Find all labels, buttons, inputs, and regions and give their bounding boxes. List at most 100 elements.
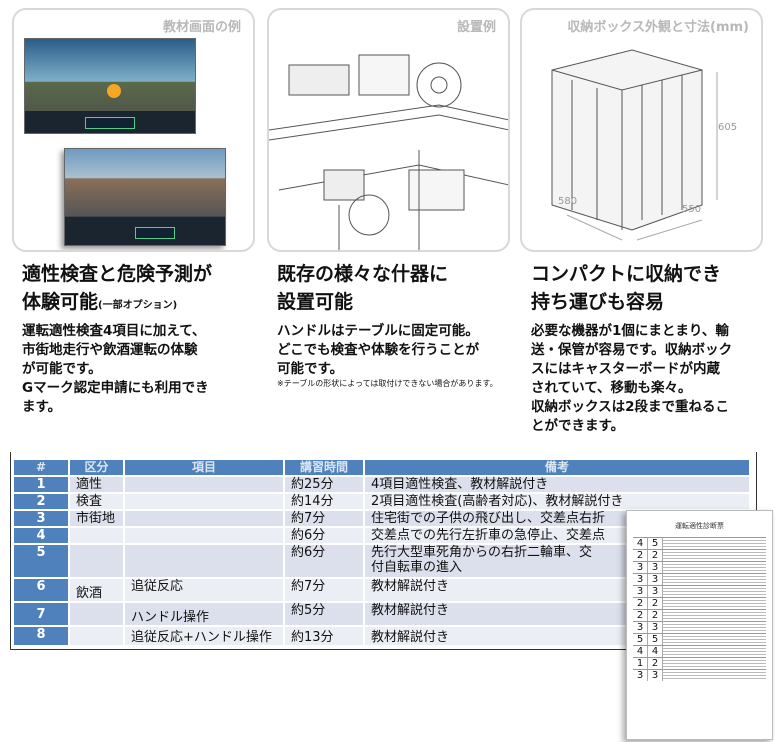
- row-time: 約13分: [285, 627, 365, 645]
- row-category: [70, 603, 125, 625]
- report-title: 運転適性診断票: [675, 522, 724, 530]
- row-item: ハンドル操作: [125, 603, 285, 625]
- row-remark: 2項目適性検査(高齢者対応)、教材解説付き: [365, 494, 751, 509]
- advice-text: [663, 646, 766, 657]
- row-time: 約7分: [285, 511, 365, 526]
- feature-2-heading: 既存の様々な什器に設置可能: [277, 263, 449, 313]
- row-item: 追従反応: [125, 579, 285, 601]
- panel-caption: 教材画面の例: [162, 20, 241, 35]
- score-a: 3: [633, 622, 648, 633]
- storage-box-illustration: [551, 49, 718, 241]
- advice-text: [663, 610, 766, 621]
- panel-teaching-screen: 教材画面の例: [12, 8, 255, 252]
- score-a: 2: [633, 550, 648, 561]
- score-b: 5: [648, 538, 663, 549]
- feature-2-body: ハンドルはテーブルに固定可能。どこでも検査や体験を行うことが可能です。 ※テーブ…: [277, 322, 502, 389]
- advice-text: [663, 622, 766, 633]
- score-a: 3: [633, 562, 648, 573]
- score-a: 3: [633, 670, 648, 681]
- advice-text: [663, 538, 766, 549]
- advice-text: [663, 670, 766, 681]
- score-b: 5: [648, 634, 663, 645]
- score-a: 3: [633, 586, 648, 597]
- score-a: 5: [633, 634, 648, 645]
- row-no: 8: [14, 627, 70, 645]
- row-no: 2: [14, 494, 70, 509]
- col-header-no: #: [14, 460, 70, 475]
- feature-1-heading: 適性検査と危険予測が 体験可能(一部オプション): [22, 263, 213, 313]
- row-category: [70, 545, 125, 577]
- advice-text: [663, 658, 766, 669]
- row-remark: 4項目適性検査、教材解説付き: [365, 477, 751, 492]
- row-no: 3: [14, 511, 70, 526]
- score-a: 2: [633, 610, 648, 621]
- score-b: 2: [648, 598, 663, 609]
- feature-1-body: 運転適性検査4項目に加えて、市街地走行や飲酒運転の体験が可能です。Gマーク認定申…: [22, 323, 209, 415]
- score-a: 4: [633, 646, 648, 657]
- row-no: 5: [14, 545, 70, 577]
- score-b: 3: [648, 562, 663, 573]
- score-b: 3: [648, 586, 663, 597]
- row-category: 市街地: [70, 511, 125, 526]
- row-category: 飲酒: [70, 579, 125, 601]
- row-time: 約7分: [285, 579, 365, 601]
- advice-text: [663, 598, 766, 609]
- col-header-category: 区分: [70, 460, 125, 475]
- col-header-time: 講習時間: [285, 460, 365, 475]
- driving-screen-image-1: [24, 38, 196, 134]
- dimension-height: 605: [718, 122, 738, 133]
- score-a: 1: [633, 658, 648, 669]
- score-a: 4: [633, 538, 648, 549]
- feature-3-heading: コンパクトに収納でき持ち運びも容易: [531, 263, 722, 313]
- row-item: [125, 477, 285, 492]
- feature-3-body: 必要な機器が1個にまとまり、輸送・保管が容易です。収納ボックスにはキャスターボー…: [531, 323, 733, 434]
- advice-text: [663, 586, 766, 597]
- row-item: [125, 528, 285, 543]
- panel-installation-example: 設置例: [267, 8, 510, 252]
- table-header-row: # 区分 項目 講習時間 備考: [14, 460, 751, 475]
- row-item: [125, 494, 285, 509]
- row-no: 7: [14, 603, 70, 625]
- col-header-item: 項目: [125, 460, 285, 475]
- row-time: 約6分: [285, 545, 365, 577]
- score-b: 3: [648, 622, 663, 633]
- advice-text: [663, 634, 766, 645]
- score-b: 3: [648, 574, 663, 585]
- score-b: 2: [648, 658, 663, 669]
- row-no: 1: [14, 477, 70, 492]
- installation-illustration: [269, 54, 508, 250]
- row-item: 追従反応+ハンドル操作: [125, 627, 285, 645]
- row-time: 約25分: [285, 477, 365, 492]
- score-b: 2: [648, 550, 663, 561]
- row-no: 4: [14, 528, 70, 543]
- dimension-width: 550: [682, 204, 702, 215]
- driving-screen-image-2: [64, 148, 226, 246]
- row-no: 6: [14, 579, 70, 601]
- score-b: 2: [648, 610, 663, 621]
- panel-caption: 設置例: [456, 20, 496, 35]
- score-b: 3: [648, 670, 663, 681]
- panel-caption: 収納ボックス外観と寸法(mm): [567, 20, 749, 35]
- row-category: [70, 528, 125, 543]
- score-a: 2: [633, 598, 648, 609]
- row-item: [125, 511, 285, 526]
- score-b: 4: [648, 646, 663, 657]
- row-category: 検査: [70, 494, 125, 509]
- feature-2-note: ※テーブルの形状によっては取付けできない場合があります。: [277, 379, 498, 388]
- advice-text: [663, 574, 766, 585]
- panel-storage-box: 収納ボックス外観と寸法(mm) 605 580 550: [520, 8, 763, 252]
